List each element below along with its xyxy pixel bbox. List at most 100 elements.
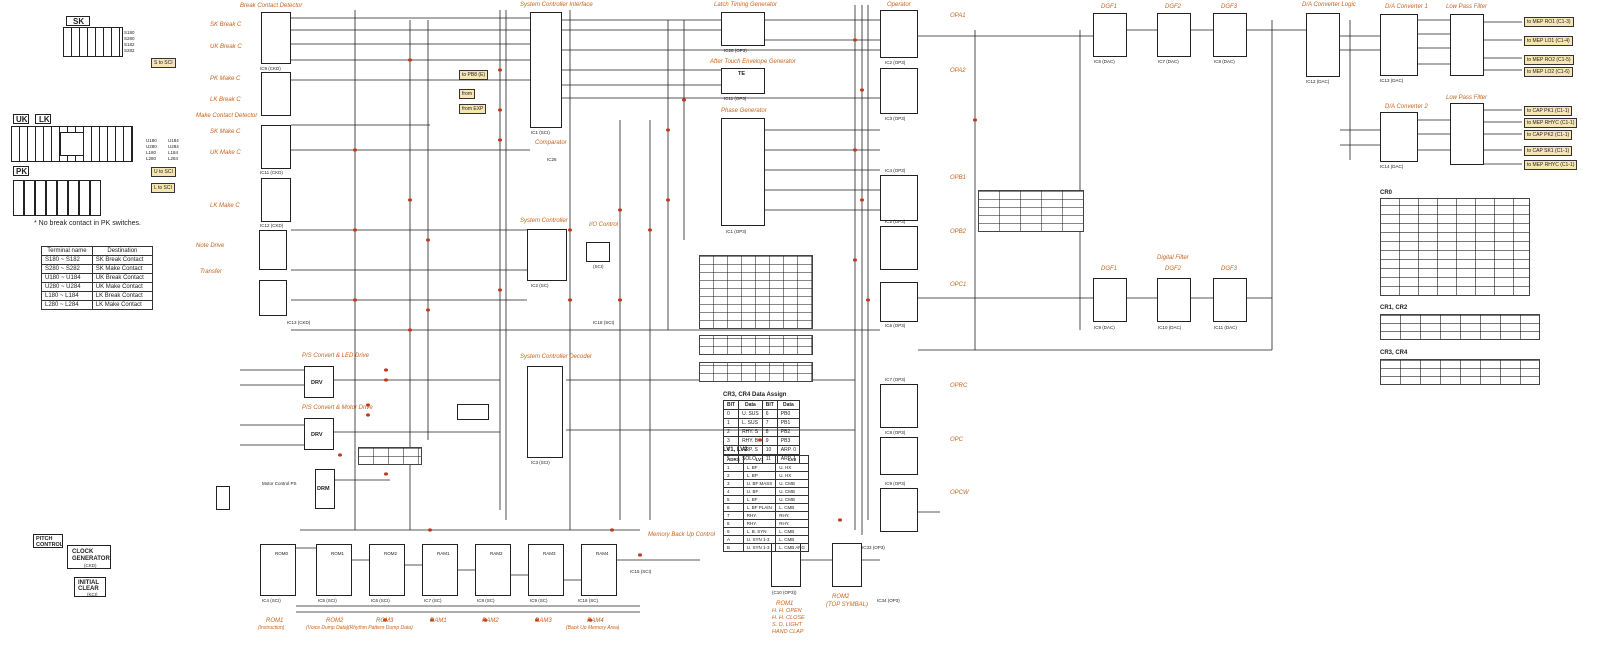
- initial-clear: INITIAL CLEAR (KCI): [74, 577, 106, 597]
- mem-rom0-name: ROM0: [275, 551, 289, 556]
- mem-rom2-name: ROM2: [384, 551, 398, 556]
- mem-rom2: ROM2: [369, 544, 405, 596]
- io-label: (SCI): [593, 264, 604, 269]
- ic1-label: IC1 (SCI): [531, 130, 550, 135]
- sk-pin-3: S282: [124, 48, 135, 53]
- ic11-aftertouch: TE: [721, 68, 765, 94]
- op-ic6-out: OPC1: [950, 282, 967, 288]
- ic12-da-logic: [1306, 13, 1340, 77]
- ic13-label: IC13 (CKD): [287, 320, 311, 325]
- phase-title: Phase Generator: [721, 108, 767, 114]
- lpf2-title: Low Pass Filter: [1446, 95, 1488, 101]
- io-control: [586, 242, 610, 262]
- sk-pin-2: S182: [124, 42, 135, 47]
- lv-cell: L. BF: [742, 495, 777, 504]
- digital-filter-title: Digital Filter: [1157, 255, 1189, 261]
- label-uk-break: UK Break C: [210, 44, 242, 50]
- dgf-top-1-name: DGF1: [1101, 4, 1118, 10]
- lv-cell: 7: [723, 511, 744, 520]
- lv-cell: 6: [723, 503, 744, 512]
- ic15-label: IC15 (SCI): [630, 569, 652, 574]
- lv-cell: 3: [723, 479, 744, 488]
- keyboard-sk-box: SK: [66, 16, 90, 26]
- lv-h1: LV1: [742, 455, 777, 464]
- label-sk-make: SK Make C: [210, 129, 241, 135]
- cr3-cell: 1: [722, 418, 740, 428]
- bus-node: [648, 228, 652, 232]
- pitch-line1: PITCH: [36, 536, 53, 542]
- lv-cell: L. CMB: [775, 535, 810, 544]
- rom1-note-3: HAND CLAP: [772, 629, 804, 635]
- lv-cell: U. SYN 1-3: [742, 543, 777, 552]
- cr3-h1: Data: [738, 400, 763, 410]
- terminal-cell: LK Make Contact: [91, 300, 154, 310]
- rom2-bottom-name: ROM2: [832, 594, 850, 600]
- op-ic9: [880, 488, 918, 532]
- tag-pb8: to PB8 (E): [459, 70, 489, 80]
- ic33-label: IC33 (OP3): [862, 545, 885, 550]
- op-ic9-out: OPCW: [950, 490, 969, 496]
- out-bot-2: to CAP PK2 (C1-1): [1524, 130, 1573, 140]
- label-pk-make: PK Make C: [210, 76, 241, 82]
- cap-rom3: ROM3: [376, 618, 394, 624]
- cap-ram4: RAM4: [587, 618, 604, 624]
- lv-cell: RHY.: [742, 519, 777, 528]
- sk-pin-1: S280: [124, 36, 135, 41]
- dgf-bot-1-ic: IC9 (DAC): [1094, 325, 1115, 330]
- dgf-bot-1-name: DGF1: [1101, 266, 1118, 272]
- lv-h2: LV2: [775, 455, 810, 464]
- mem-ram3: RAM3: [528, 544, 564, 596]
- cr3-cell: PB2: [776, 427, 801, 437]
- terminal-cell: U280 ~ U284: [41, 282, 93, 292]
- dgf-top-2-name: DGF2: [1165, 4, 1182, 10]
- ic33: [832, 543, 862, 587]
- bus-node: [973, 118, 977, 122]
- out-top-2: to MEP RO2 (C1-5): [1524, 55, 1574, 65]
- lv-cell: 2: [723, 471, 744, 480]
- keyboard-lk-box: LK: [35, 114, 51, 124]
- cr3-h0: BIT: [722, 400, 740, 410]
- op-ic2-label: IC2 (OP3): [885, 60, 906, 65]
- keyboard-uk-label: UK: [16, 115, 28, 124]
- op-ic8-label: IC8 (OP3): [885, 430, 906, 435]
- da2-title: D/A Converter 2: [1385, 104, 1428, 110]
- cr-mid-table-2: [699, 335, 813, 355]
- op-ic4-label: IC4 (OP3): [885, 168, 906, 173]
- ic18-label: IC18 (SCI): [593, 320, 615, 325]
- label-make-detector: Make Contact Detector: [196, 113, 258, 119]
- label-transfer: Transfer: [200, 269, 222, 275]
- ic3-label: IC3 (SCI): [531, 460, 550, 465]
- lv-cell: L. CMB: [775, 503, 810, 512]
- op-ic3-out: OPA2: [950, 68, 966, 74]
- out-bot-3: to CAP SK1 (C1-1): [1524, 146, 1573, 156]
- ps2-title: P/S Convert & Motor Drive: [302, 405, 373, 411]
- bus-node: [618, 298, 622, 302]
- keyboard-split-box: [60, 132, 84, 156]
- terminal-cell: L280 ~ L284: [41, 300, 93, 310]
- op-ic8-out: OPC: [950, 437, 964, 443]
- ic12-ckd: [261, 178, 291, 222]
- io-title: I/O Control: [589, 222, 619, 228]
- mem-ram2-ic: IC8 (SC): [477, 598, 495, 603]
- lv-cell: RHY.: [775, 511, 810, 520]
- lv-cell: 8: [723, 519, 744, 528]
- terminal-cell: SK Make Contact: [91, 264, 154, 274]
- op-ic9-label: IC9 (OP3): [885, 481, 906, 486]
- bus-node: [498, 108, 502, 112]
- pk-footnote: * No break contact in PK switches.: [34, 220, 141, 227]
- pitch-control[interactable]: PITCH CONTROL: [33, 534, 63, 548]
- dgf-top-1-ic: IC6 (DAC): [1094, 59, 1115, 64]
- lv-cell: U. CMB: [775, 487, 810, 496]
- motor-switch[interactable]: [216, 486, 230, 510]
- comparator-title: Comparator: [535, 140, 567, 146]
- out-top-1: to MEP LO1 (C1-4): [1524, 36, 1573, 46]
- bus-node: [860, 198, 864, 202]
- op-ic7: [880, 384, 918, 428]
- terminal-cell: SK Break Contact: [91, 255, 154, 265]
- terminal-cell: S180 ~ S182: [41, 255, 93, 265]
- cr3-right-title: CR3, CR4: [1380, 350, 1408, 356]
- drm-label: Motor Control PS: [262, 481, 297, 486]
- cr3-cell: RHY. B: [738, 436, 763, 446]
- lv-title: LV1, LV2: [723, 447, 748, 453]
